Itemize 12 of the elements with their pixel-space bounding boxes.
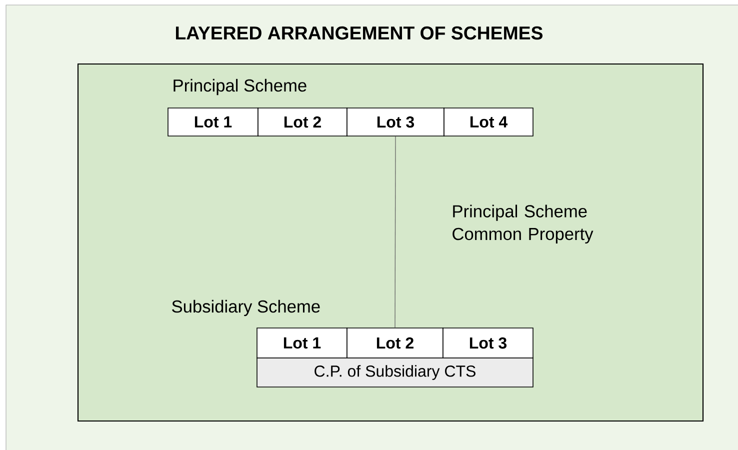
lot-cell: Lot 3 — [346, 108, 444, 136]
lot-cell: Lot 1 — [256, 328, 348, 358]
scheme-label: Principal Scheme — [174, 78, 306, 96]
lot-cell: Lot 1 — [168, 108, 258, 136]
connector-line — [394, 136, 396, 328]
common-property-cell: C.P. of Subsidiary CTS — [256, 358, 534, 388]
lot-cell: Lot 2 — [346, 328, 444, 358]
scheme-label: Subsidiary Scheme — [172, 300, 320, 316]
lot-cell: Lot 3 — [442, 328, 534, 358]
lot-cell: Lot 2 — [258, 108, 348, 136]
title: LAYERED ARRANGEMENT OF SCHEMES — [176, 26, 543, 40]
lot-cell: Lot 4 — [444, 108, 534, 136]
